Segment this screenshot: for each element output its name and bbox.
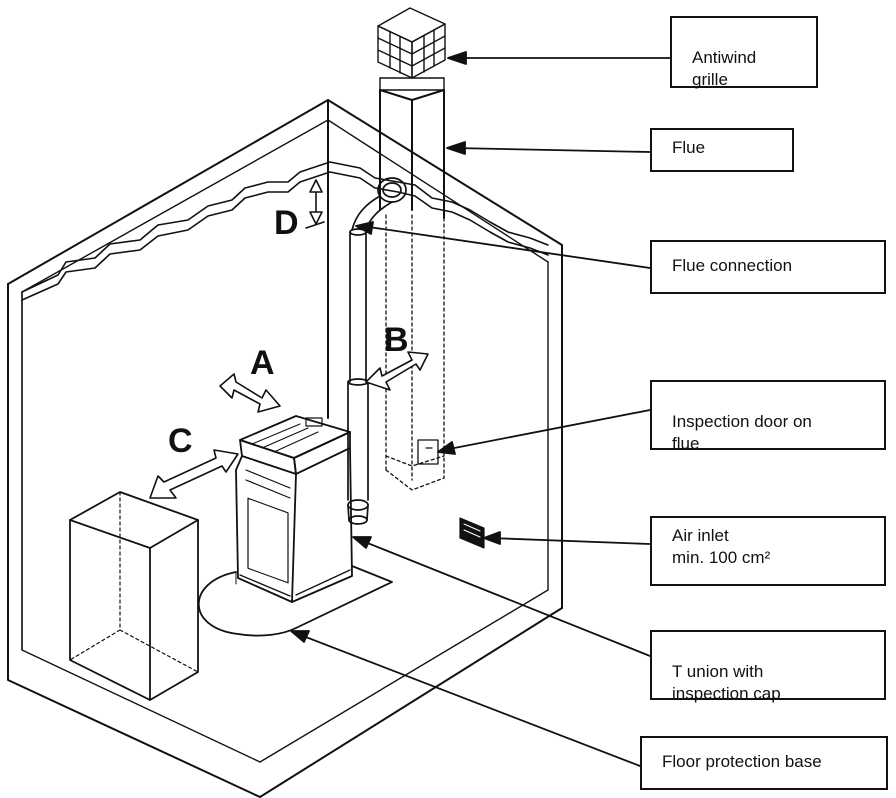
clearance-arrow-d — [305, 179, 325, 229]
callout-flue-connection: Flue connection — [650, 240, 886, 294]
callout-flue-connection-text: Flue connection — [672, 256, 793, 275]
furniture-cabinet — [69, 491, 199, 701]
ceiling-cornice — [21, 161, 549, 301]
callout-flue: Flue — [650, 128, 794, 172]
callout-antiwind-grille-text: Antiwind grille — [692, 48, 757, 89]
leader-lines — [290, 51, 671, 767]
clearance-label-a: A — [250, 344, 275, 382]
callout-air-inlet-line2: min. 100 cm² — [672, 548, 771, 567]
chimney-flue — [379, 89, 445, 491]
callout-antiwind-grille: Antiwind grille — [670, 16, 818, 89]
antiwind-grille — [377, 7, 446, 91]
floor-protection-base — [198, 565, 393, 637]
clearance-arrow-a — [219, 373, 281, 413]
pellet-stove — [235, 415, 353, 603]
callout-t-union: T union with inspection cap — [650, 630, 886, 703]
clearance-arrow-b — [365, 351, 429, 391]
callout-flue-text: Flue — [672, 138, 706, 157]
callout-floor-protection-base-text: Floor protection base — [662, 752, 822, 771]
callout-inspection-door: Inspection door on flue — [650, 380, 886, 453]
clearance-label-d: D — [274, 204, 299, 242]
callout-t-union-text: T union with inspection cap — [672, 662, 781, 703]
callout-air-inlet: Air inlet min. 100 cm² — [650, 516, 886, 586]
clearance-arrow-c — [149, 449, 239, 499]
callout-inspection-door-text: Inspection door on flue — [672, 412, 812, 453]
clearance-label-c: C — [168, 422, 193, 460]
flue-connection-pipe — [347, 177, 407, 525]
air-inlet-vent — [459, 517, 485, 549]
callout-air-inlet-line1: Air inlet — [672, 526, 729, 545]
clearance-label-b: B — [384, 321, 409, 359]
callout-floor-protection-base: Floor protection base — [640, 736, 888, 790]
